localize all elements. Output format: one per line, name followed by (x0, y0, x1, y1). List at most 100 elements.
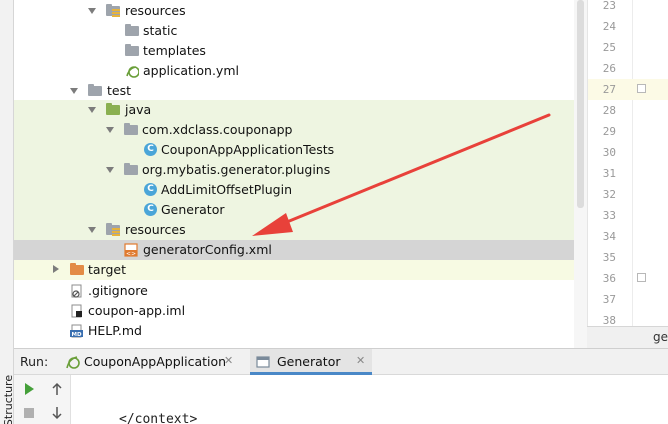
line-number: 24 (602, 20, 616, 33)
tree-item-coupon-app-application-tests[interactable]: C CouponAppApplicationTests (14, 140, 587, 160)
svg-text:MD: MD (71, 332, 81, 338)
tree-item-test-java[interactable]: java (14, 100, 587, 120)
run-tab-generator[interactable]: Generator ✕ (250, 349, 372, 375)
expand-arrow-icon[interactable] (88, 6, 97, 15)
scroll-up-arrow-icon[interactable] (50, 382, 64, 396)
tree-item-label: resources (125, 222, 186, 237)
tree-item-label: java (125, 102, 152, 117)
line-number: 31 (602, 167, 616, 180)
tree-item-package-couponapp[interactable]: com.xdclass.couponapp (14, 120, 587, 140)
tree-item-coupon-app-iml[interactable]: coupon-app.iml (14, 301, 587, 321)
svg-text:<>: <> (126, 251, 136, 258)
editor-bottom-tab[interactable]: ger (587, 326, 668, 348)
folder-icon (125, 24, 139, 38)
line-number: 33 (602, 209, 616, 222)
close-tab-icon[interactable]: ✕ (356, 354, 366, 367)
class-icon: C (143, 143, 157, 157)
tree-item-label: test (107, 83, 132, 98)
markdown-file-icon: MD (70, 324, 84, 338)
tree-item-generator[interactable]: C Generator (14, 200, 587, 220)
spring-config-icon (125, 64, 140, 78)
left-tool-strip: Structure (0, 0, 15, 424)
line-number: 35 (602, 251, 616, 264)
tree-item-add-limit-offset-plugin[interactable]: C AddLimitOffsetPlugin (14, 180, 587, 200)
tree-item-target[interactable]: target (14, 260, 587, 280)
expand-arrow-icon[interactable] (106, 165, 115, 174)
line-number: 28 (602, 104, 616, 117)
test-resources-folder-icon (106, 223, 120, 237)
tree-scrollbar-thumb[interactable] (577, 0, 584, 208)
stop-icon[interactable] (22, 406, 36, 420)
gitignore-file-icon (70, 284, 84, 298)
tree-item-templates[interactable]: templates (14, 41, 587, 61)
line-number: 34 (602, 230, 616, 243)
iml-file-icon (70, 304, 84, 318)
tree-item-gitignore[interactable]: .gitignore (14, 281, 587, 301)
line-number: 26 (602, 62, 616, 75)
line-number: 32 (602, 188, 616, 201)
tree-item-label: HELP.md (88, 323, 142, 338)
tree-item-label: coupon-app.iml (88, 303, 186, 318)
tree-item-static[interactable]: static (14, 21, 587, 41)
tree-item-label: org.mybatis.generator.plugins (142, 162, 331, 177)
fold-marker-icon[interactable] (637, 273, 646, 282)
collapse-arrow-icon[interactable] (51, 265, 60, 274)
structure-tool-tab[interactable]: Structure (0, 375, 15, 424)
line-number: 25 (602, 41, 616, 54)
run-tab-coupon-app-application[interactable]: CouponAppApplication ✕ (60, 349, 240, 375)
application-icon (256, 355, 270, 369)
run-tab-label: Generator (277, 354, 341, 369)
fold-marker-icon[interactable] (637, 84, 646, 93)
xml-file-icon: <> (124, 243, 138, 258)
test-source-folder-icon (106, 103, 120, 117)
package-icon (124, 163, 138, 177)
expand-arrow-icon[interactable] (88, 105, 97, 114)
tree-item-test-resources[interactable]: resources (14, 220, 587, 240)
tree-item-label: templates (143, 43, 206, 58)
expand-arrow-icon[interactable] (88, 225, 97, 234)
close-tab-icon[interactable]: ✕ (224, 354, 234, 367)
run-panel-label: Run: (20, 354, 49, 369)
run-toolbar (14, 375, 70, 424)
class-icon: C (143, 183, 157, 197)
tree-item-label: .gitignore (88, 283, 148, 298)
tree-item-main-resources[interactable]: resources (14, 1, 587, 21)
fold-guide-line (632, 0, 633, 326)
tree-item-label: target (88, 262, 127, 277)
class-icon: C (143, 203, 157, 217)
tree-item-test[interactable]: test (14, 81, 587, 101)
tree-item-label: resources (125, 3, 186, 18)
resources-folder-icon (106, 4, 120, 18)
editor-tab-label: ger (653, 330, 668, 344)
line-number: 30 (602, 146, 616, 159)
excluded-folder-icon (70, 263, 84, 277)
tree-item-label: com.xdclass.couponapp (142, 122, 293, 137)
tree-item-package-plugins[interactable]: org.mybatis.generator.plugins (14, 160, 587, 180)
tree-item-label: generatorConfig.xml (143, 242, 272, 257)
tree-item-label: Generator (161, 202, 225, 217)
tree-item-help-md[interactable]: MD HELP.md (14, 321, 587, 341)
current-line-number: 27 (588, 79, 668, 100)
console-output-line: </context> (119, 412, 198, 424)
tree-item-label: AddLimitOffsetPlugin (161, 182, 293, 197)
run-tab-label: CouponAppApplication (84, 354, 227, 369)
run-console-output[interactable]: </context> (70, 375, 668, 424)
folder-icon (125, 44, 139, 58)
tree-item-application-yml[interactable]: application.yml (14, 61, 587, 81)
line-number: 29 (602, 125, 616, 138)
package-icon (124, 123, 138, 137)
expand-arrow-icon[interactable] (70, 86, 79, 95)
line-number: 23 (602, 0, 616, 12)
spring-boot-icon (66, 355, 80, 369)
expand-arrow-icon[interactable] (106, 125, 115, 134)
line-number: 36 (602, 272, 616, 285)
tree-item-generator-config-xml[interactable]: <> generatorConfig.xml (14, 240, 587, 260)
scroll-down-arrow-icon[interactable] (50, 406, 64, 420)
tree-item-label: application.yml (143, 63, 239, 78)
editor-gutter: 23 24 25 26 27 28 29 30 31 32 33 34 35 3… (587, 0, 668, 327)
project-tree: resources static templates application.y… (14, 0, 587, 348)
rerun-play-icon[interactable] (22, 382, 36, 396)
line-number: 38 (602, 314, 616, 327)
run-panel-header: Run: CouponAppApplication ✕ Generator ✕ (14, 348, 668, 375)
tree-scrollbar[interactable] (574, 0, 587, 348)
